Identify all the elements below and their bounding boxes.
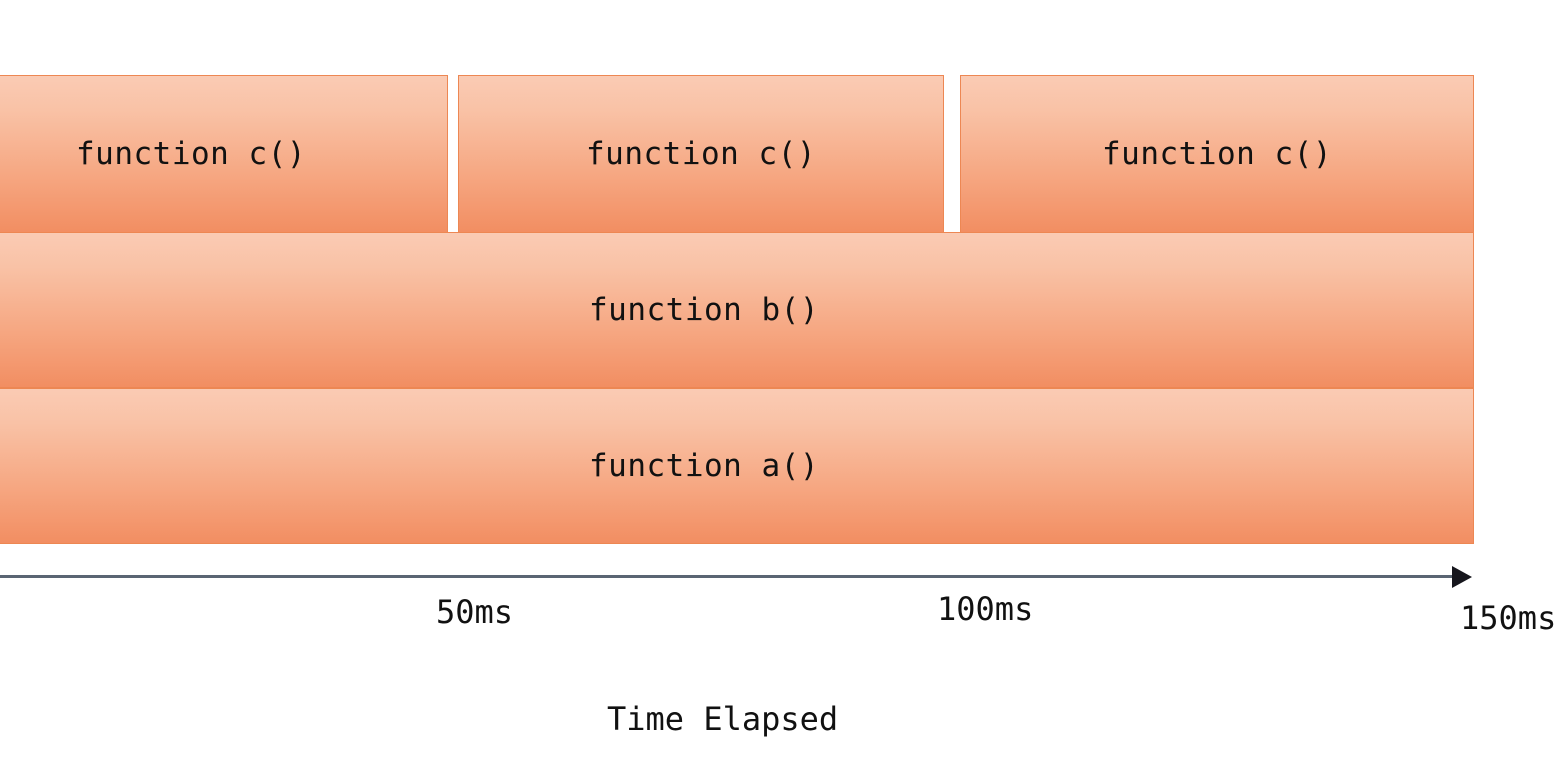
x-axis-line [0,575,1454,578]
x-axis-tick-50ms: 50ms [436,593,514,631]
flamegraph-bar-function-c-1[interactable]: function c() [0,75,448,233]
flamegraph-bar-label: function a() [589,447,819,484]
flamegraph-bar-label: function c() [586,135,816,172]
x-axis-tick-150ms: 150ms [1460,599,1557,637]
x-axis-arrow-icon [1452,566,1472,588]
flamegraph-bar-label: function c() [76,135,306,172]
flamegraph-bar-function-a[interactable]: function a() [0,388,1474,544]
flamegraph-bar-function-c-2[interactable]: function c() [458,75,944,233]
flamegraph-bar-function-b[interactable]: function b() [0,232,1474,388]
flamegraph-bar-label: function b() [589,291,819,328]
x-axis-tick-100ms: 100ms [937,590,1034,628]
x-axis-title: Time Elapsed [607,700,839,738]
flamegraph-bar-function-c-3[interactable]: function c() [960,75,1474,233]
flamegraph-bar-label: function c() [1102,135,1332,172]
